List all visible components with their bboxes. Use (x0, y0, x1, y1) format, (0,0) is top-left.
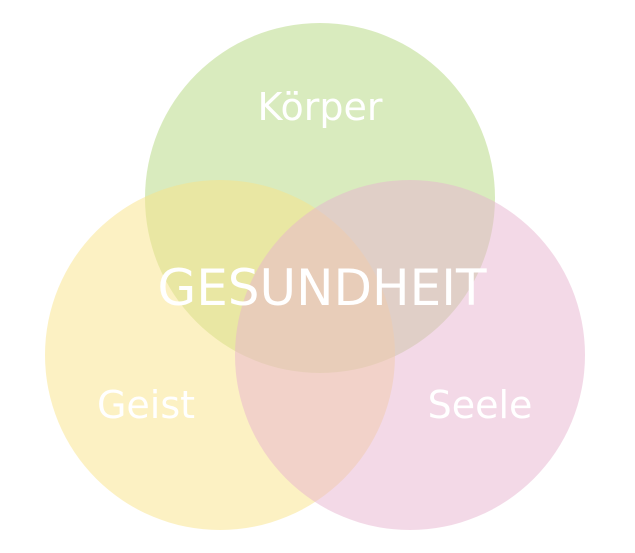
label-geist: Geist (97, 383, 195, 427)
label-seele: Seele (428, 383, 533, 427)
label-center: GESUNDHEIT (157, 259, 487, 317)
circle-seele (235, 180, 585, 530)
label-koerper: Körper (257, 85, 382, 129)
